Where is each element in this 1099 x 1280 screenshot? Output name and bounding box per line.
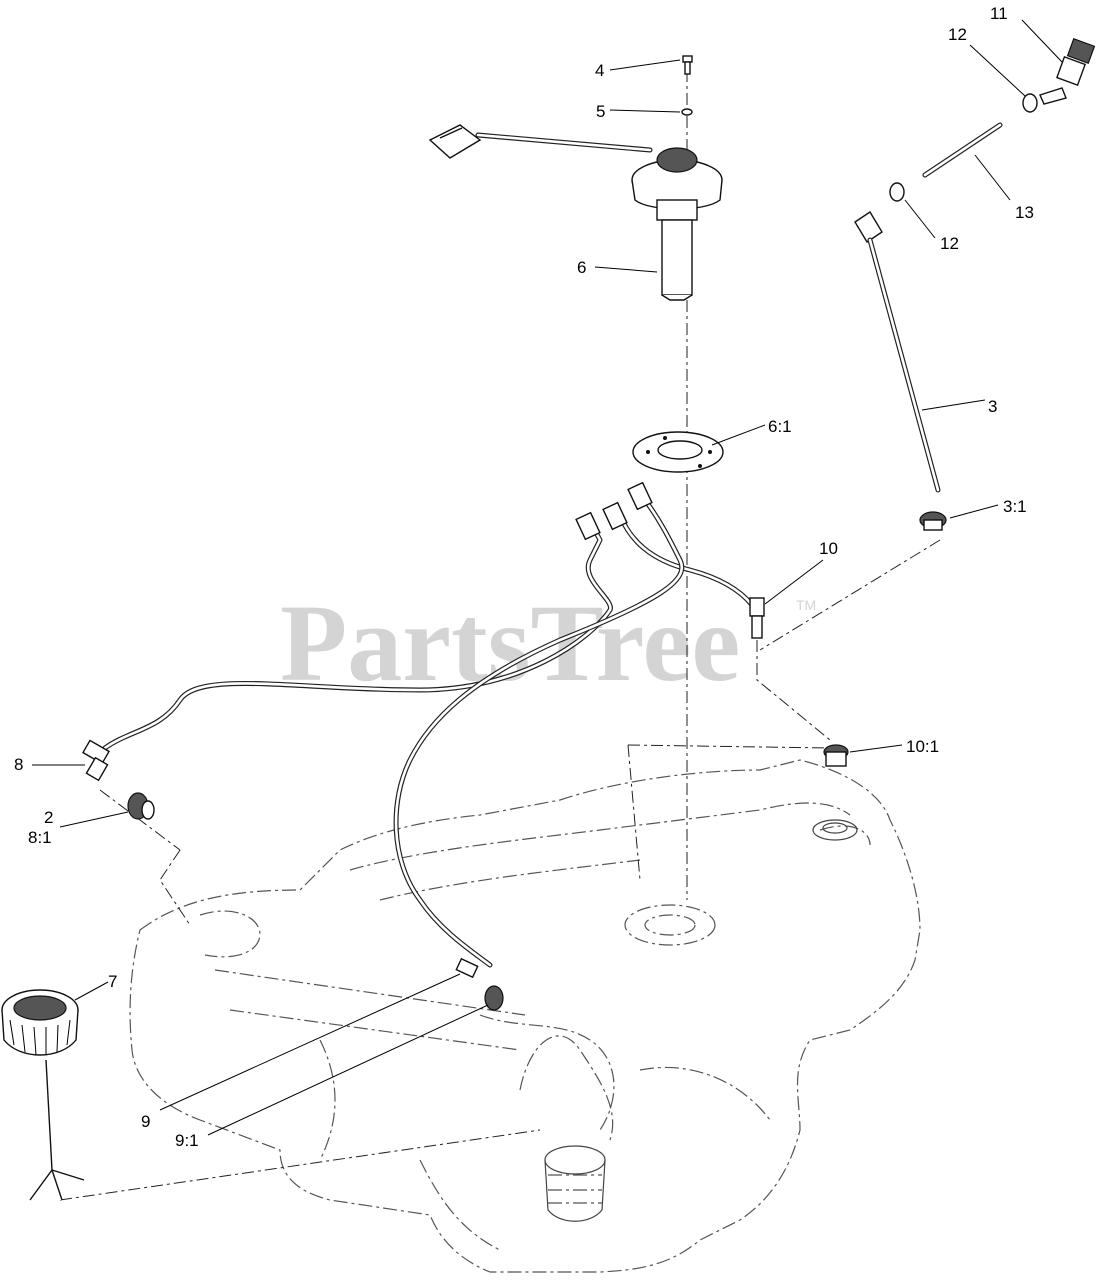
fuel-cap — [1, 989, 85, 1201]
grommet-3-1 — [919, 511, 947, 531]
callout-6-1: 6:1 — [768, 417, 792, 436]
grommet-8-1 — [127, 792, 155, 820]
callout-8-1: 8:1 — [28, 828, 52, 847]
watermark-text: PartsTree — [280, 582, 740, 704]
callout-12-top: 12 — [948, 25, 967, 44]
callout-2: 2 — [44, 808, 53, 827]
callout-8: 8 — [14, 755, 23, 774]
callout-13: 13 — [1015, 203, 1034, 222]
callout-10: 10 — [819, 539, 838, 558]
callout-10-1: 10:1 — [906, 737, 939, 756]
callout-labels: 4 5 6 6:1 11 12 13 12 3 3:1 10 10:1 8 2 … — [14, 4, 1034, 1150]
vent-hose-assembly — [102, 481, 755, 968]
vent-connector-10 — [749, 597, 765, 639]
screw — [682, 55, 693, 75]
hose-clamp-top — [1022, 93, 1038, 113]
shutoff-valve — [1039, 38, 1096, 105]
fuel-hose-short — [922, 122, 1003, 178]
fuel-tube — [854, 211, 941, 493]
leader-lines — [32, 19, 1063, 1136]
gasket — [632, 431, 724, 473]
callout-12-bottom: 12 — [940, 234, 959, 253]
callout-7: 7 — [108, 972, 117, 991]
callout-3-1: 3:1 — [1003, 497, 1027, 516]
watermark-tm: TM — [796, 597, 816, 613]
vent-elbow — [82, 739, 110, 782]
callout-4: 4 — [595, 61, 604, 80]
fuel-tank — [129, 759, 921, 1273]
grommet-10-1 — [823, 744, 849, 767]
grommet-9-1 — [484, 985, 504, 1011]
callout-9-1: 9:1 — [175, 1131, 199, 1150]
fuel-sender — [428, 124, 723, 301]
hose-clamp-bottom — [889, 182, 905, 202]
callout-5: 5 — [596, 102, 605, 121]
callout-11: 11 — [990, 4, 1008, 23]
callout-6: 6 — [577, 258, 586, 277]
washer — [681, 108, 693, 116]
watermark: PartsTree TM — [280, 582, 816, 704]
callout-3: 3 — [988, 397, 997, 416]
vent-fitting-9 — [455, 957, 479, 979]
callout-9: 9 — [141, 1112, 150, 1131]
